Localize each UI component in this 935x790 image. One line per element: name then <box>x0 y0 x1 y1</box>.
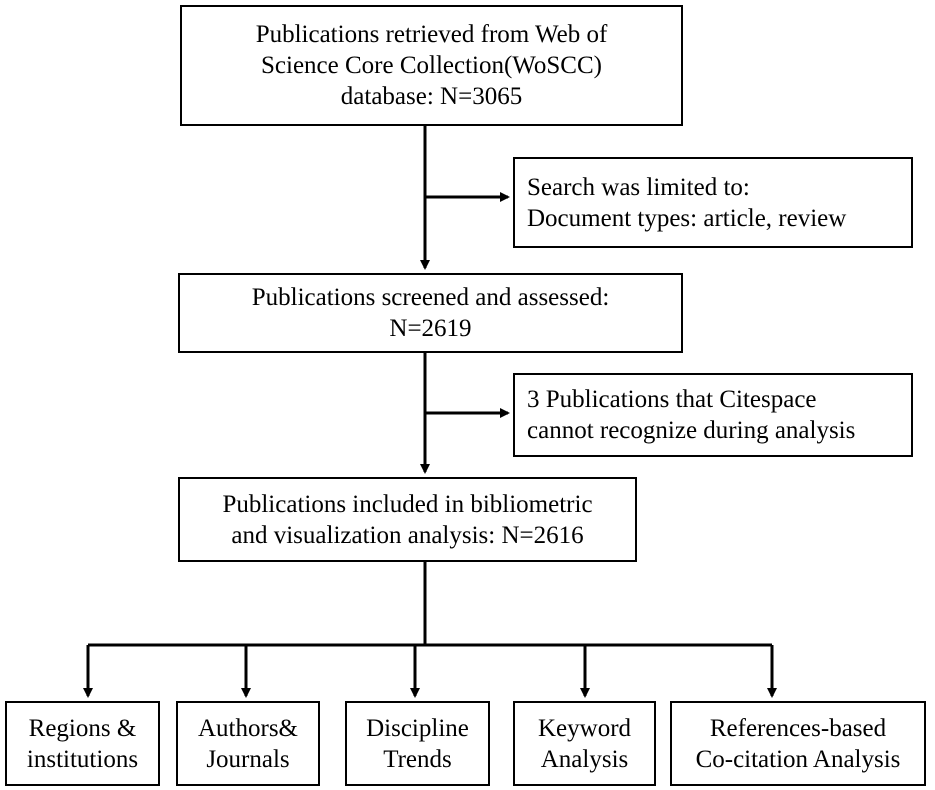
limit-box: Search was limited to: Document types: a… <box>513 157 913 248</box>
retrieved-line-1: Publications retrieved from Web of <box>255 21 608 48</box>
screened-line-1: Publications screened and assessed: <box>251 284 610 311</box>
retrieved-line-3: database: N=3065 <box>340 83 523 110</box>
retrieved-line-2: Science Core Collection(WoSCC) <box>261 52 602 79</box>
limit-line-2: Document types: article, review <box>527 204 847 232</box>
excluded-box: 3 Publications that Citespace cannot rec… <box>513 373 913 457</box>
outcome-box-3: Discipline Trends <box>345 701 490 786</box>
screened-line-2: N=2619 <box>389 315 472 342</box>
outcome-1-line-2: institutions <box>26 745 139 773</box>
outcome-4-line-1: Keyword <box>537 714 632 742</box>
outcome-1-line-1: Regions & <box>28 714 137 742</box>
outcome-box-4: Keyword Analysis <box>513 701 656 786</box>
included-line-2: and visualization analysis: N=2616 <box>231 521 584 549</box>
outcome-2-line-2: Journals <box>206 745 290 773</box>
outcome-5-line-2: Co-citation Analysis <box>695 745 901 773</box>
outcome-5-line-1: References-based <box>709 714 887 742</box>
limit-line-1: Search was limited to: <box>527 173 750 201</box>
retrieved-box: Publications retrieved from Web of Scien… <box>180 5 683 126</box>
outcome-3-line-1: Discipline <box>366 714 469 742</box>
included-box: Publications included in bibliometric an… <box>178 477 637 562</box>
excluded-line-1: 3 Publications that Citespace <box>527 386 817 413</box>
screened-box: Publications screened and assessed: N=26… <box>178 273 683 353</box>
outcome-box-5: References-based Co-citation Analysis <box>670 701 926 786</box>
outcome-3-line-2: Trends <box>383 745 452 773</box>
outcome-2-line-1: Authors& <box>198 714 298 742</box>
excluded-line-2: cannot recognize during analysis <box>527 417 856 444</box>
outcome-box-2: Authors& Journals <box>176 701 320 786</box>
outcome-box-1: Regions & institutions <box>5 701 160 786</box>
outcome-4-line-2: Analysis <box>540 745 629 773</box>
included-line-1: Publications included in bibliometric <box>222 490 593 518</box>
